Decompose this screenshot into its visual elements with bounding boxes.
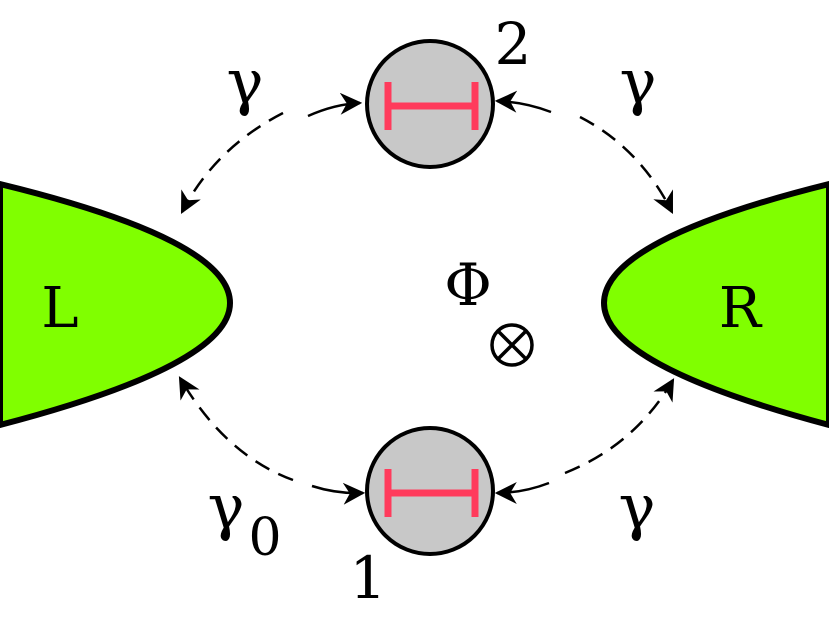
- coupling-gamma-bottom-left: γ: [207, 470, 244, 543]
- red-bracket-bar-icon: [384, 469, 479, 517]
- tunneling-arrow-into-dot1-left: [311, 482, 366, 505]
- dot-2-label: 2: [495, 10, 532, 78]
- red-bracket-bar-icon: [384, 82, 479, 130]
- coupling-gamma-top-right: γ: [619, 45, 656, 118]
- tunneling-arrow-dot2-to-right: [579, 115, 674, 214]
- left-lead-label: L: [41, 276, 78, 341]
- right-lead: [601, 181, 829, 428]
- coupling-gamma-top-left: γ: [226, 45, 263, 118]
- coupling-gamma-bottom-left-subscript: 0: [248, 508, 281, 568]
- flux-into-page-icon: [490, 323, 534, 367]
- tunneling-arrow-dot1-to-left: [178, 376, 294, 482]
- tunneling-arrow-into-dot1-right: [494, 481, 550, 504]
- tunneling-arrow-dot1-to-right: [564, 378, 675, 475]
- tunneling-arrow-into-dot2-left: [307, 92, 363, 118]
- dot-1-label: 1: [350, 544, 387, 612]
- left-lead: [0, 181, 233, 428]
- tunneling-arrow-dot2-to-left: [180, 111, 284, 214]
- coupling-gamma-bottom-right: γ: [618, 470, 655, 543]
- right-lead-label: R: [719, 276, 763, 341]
- flux-symbol: Φ: [444, 251, 492, 319]
- tunneling-arrow-into-dot2-right: [494, 90, 552, 114]
